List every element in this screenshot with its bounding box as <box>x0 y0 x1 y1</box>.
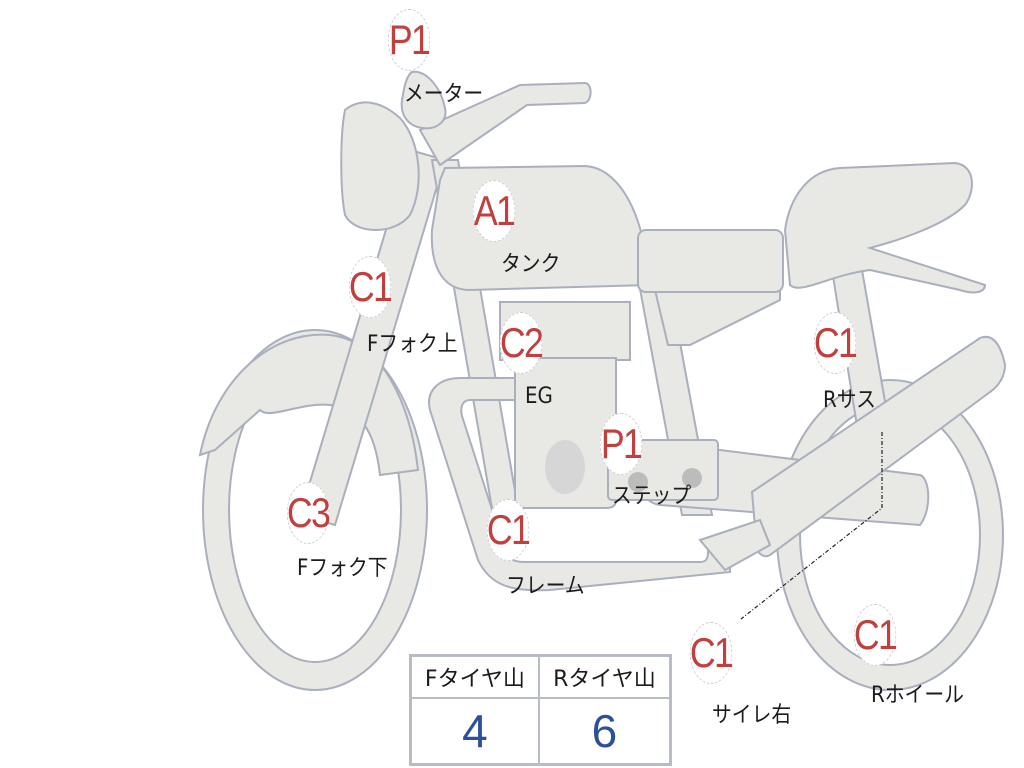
headlight <box>340 101 420 231</box>
side-cover <box>653 289 781 346</box>
label-meter: メーター <box>404 82 484 107</box>
label-muffler-right: サイレ右 <box>712 703 792 728</box>
grade-badge-meter: P1 <box>387 9 431 71</box>
handlebar <box>418 81 592 167</box>
label-step: ステップ <box>612 484 692 509</box>
grade-badge-step: P1 <box>599 413 643 475</box>
table-header-row: Fタイヤ山 Rタイヤ山 <box>409 654 672 699</box>
label-frame: フレーム <box>506 574 585 599</box>
leader-line <box>740 432 883 620</box>
front-fork <box>298 148 447 527</box>
label-engine: EG <box>525 384 553 409</box>
grade-badge-r-suspension: C1 <box>813 312 858 374</box>
grade-badge-f-fork-upper: C1 <box>348 256 393 318</box>
meter-housing <box>400 70 447 130</box>
frame-loop <box>428 377 731 592</box>
grade-badge-tank: A1 <box>472 180 516 242</box>
value-front-tire: 4 <box>409 697 540 766</box>
grade-badge-frame: C1 <box>486 499 531 561</box>
exhaust-pipe <box>698 518 772 572</box>
label-r-suspension: Rサス <box>823 388 876 413</box>
grade-badge-muffler-right: C1 <box>689 622 734 684</box>
label-f-fork-upper: Fフォク上 <box>367 332 458 357</box>
grade-badge-engine: C2 <box>499 312 544 374</box>
value-rear-tire: 6 <box>537 697 672 766</box>
table-value-row: 4 6 <box>409 697 672 766</box>
grade-badge-f-fork-lower: C3 <box>286 482 331 544</box>
label-tank: タンク <box>501 252 561 277</box>
header-front-tire: Fタイヤ山 <box>409 654 540 699</box>
grade-badge-r-wheel: C1 <box>853 604 898 666</box>
tire-tread-table: Fタイヤ山 Rタイヤ山 4 6 <box>409 654 672 766</box>
label-f-fork-lower: Fフォク下 <box>297 556 388 581</box>
muffler <box>750 335 1007 558</box>
label-r-wheel: Rホイール <box>871 683 964 708</box>
seat <box>783 161 987 294</box>
seat-base <box>637 229 784 293</box>
header-rear-tire: Rタイヤ山 <box>537 654 672 699</box>
